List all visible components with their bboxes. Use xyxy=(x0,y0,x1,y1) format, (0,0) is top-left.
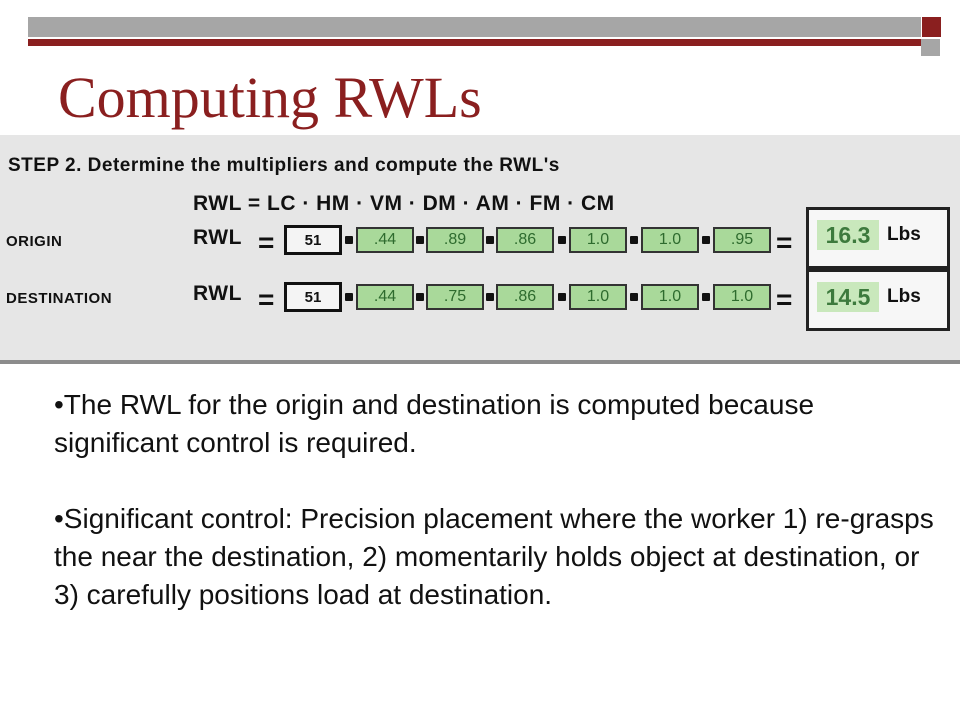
hm-destination: .44 xyxy=(356,284,414,310)
dm-origin: .86 xyxy=(496,227,554,253)
result-box-origin: 16.3 Lbs xyxy=(806,207,950,269)
fm-origin: 1.0 xyxy=(641,227,699,253)
vm-origin: .89 xyxy=(426,227,484,253)
multiply-dot xyxy=(345,236,353,244)
multiply-dot xyxy=(630,236,638,244)
am-origin: 1.0 xyxy=(569,227,627,253)
multiply-dot xyxy=(416,236,424,244)
multiply-dot xyxy=(558,236,566,244)
top-accent-bar xyxy=(28,39,940,46)
rwl-formula: RWL = LC · HM · VM · DM · AM · FM · CM xyxy=(193,192,615,215)
bullet-list: •The RWL for the origin and destination … xyxy=(54,386,944,652)
am-destination: 1.0 xyxy=(569,284,627,310)
slide-title: Computing RWLs xyxy=(58,65,482,130)
top-decor-bar xyxy=(28,17,940,37)
multiply-dot xyxy=(702,293,710,301)
bullet-rwl-computed: •The RWL for the origin and destination … xyxy=(54,389,815,458)
cm-origin: .95 xyxy=(713,227,771,253)
rwl-worksheet: STEP 2. Determine the multipliers and co… xyxy=(0,135,960,364)
fm-destination: 1.0 xyxy=(641,284,699,310)
vm-destination: .75 xyxy=(426,284,484,310)
rwl-result-origin: 16.3 xyxy=(817,220,879,250)
multiply-dot xyxy=(486,236,494,244)
corner-decor-square xyxy=(921,17,941,37)
multiply-dot xyxy=(630,293,638,301)
hm-origin: .44 xyxy=(356,227,414,253)
result-unit: Lbs xyxy=(887,224,921,245)
dm-destination: .86 xyxy=(496,284,554,310)
equals-sign: = xyxy=(776,284,793,315)
cm-destination: 1.0 xyxy=(713,284,771,310)
multiply-dot xyxy=(558,293,566,301)
rwl-label-origin: RWL xyxy=(193,226,242,249)
equals-sign: = xyxy=(776,227,793,258)
step-label: STEP 2. Determine the multipliers and co… xyxy=(8,155,560,176)
multiply-dot xyxy=(702,236,710,244)
multiply-dot xyxy=(486,293,494,301)
bullet-significant-control: •Significant control: Precision placemen… xyxy=(54,503,934,610)
lc-value-origin: 51 xyxy=(284,225,342,255)
multiply-dot xyxy=(416,293,424,301)
lc-value-destination: 51 xyxy=(284,282,342,312)
row-label-origin: ORIGIN xyxy=(6,233,63,250)
rwl-label-destination: RWL xyxy=(193,282,242,305)
corner-decor-square-lower xyxy=(921,39,940,56)
equals-sign: = xyxy=(258,284,275,315)
equals-sign: = xyxy=(258,227,275,258)
result-unit: Lbs xyxy=(887,286,921,307)
multiply-dot xyxy=(345,293,353,301)
rwl-result-destination: 14.5 xyxy=(817,282,879,312)
row-label-destination: DESTINATION xyxy=(6,290,113,307)
result-box-destination: 14.5 Lbs xyxy=(806,269,950,331)
